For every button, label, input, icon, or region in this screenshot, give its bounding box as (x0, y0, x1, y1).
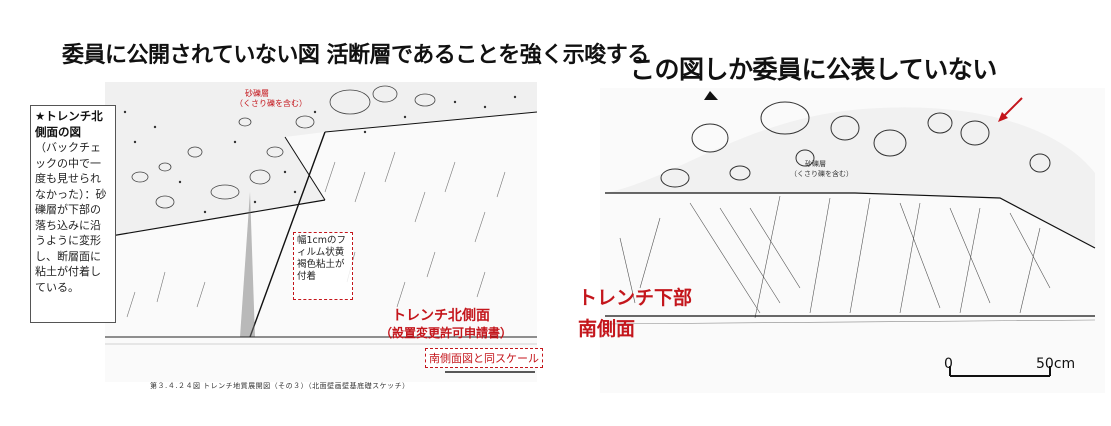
left-gravel-sub: （くさり礫を含む） (235, 98, 307, 108)
note-heading: ★トレンチ北側面の図 (35, 109, 103, 139)
north-wall-note: ★トレンチ北側面の図 （バックチェックの中で一度も見せられなかった）：砂礫層が下… (30, 105, 116, 323)
figure-caption: 第３.４.２４図 トレンチ地質展開図（その３）（北面壁画壁基底礎スケッチ） (150, 382, 410, 390)
note-body: （バックチェックの中で一度も見せられなかった）：砂礫層が下部の落ち込みに沿うよう… (35, 141, 107, 294)
right-gravel-sub: （くさり礫を含む） (790, 169, 853, 178)
right-figure-title: この図しか委員に公表していない (630, 55, 997, 84)
right-gravel-label: 砂礫層 (805, 159, 826, 168)
south-wall-sketch: 砂礫層 （くさり礫を含む） (600, 88, 1105, 393)
south-wall-label-line1: トレンチ下部 (578, 287, 693, 309)
scale-bar-zero: 0 (944, 356, 953, 372)
same-scale-note: 南側面図と同スケール (425, 348, 543, 368)
scale-bar-fifty: 50cm (1036, 356, 1076, 372)
left-figure-title: 委員に公開されていない図 活断層であることを強く示唆する (62, 43, 649, 68)
north-wall-sublabel: （設置変更許可申請書） (380, 326, 513, 340)
south-wall-label-line2: 南側面 (578, 318, 636, 340)
film-clay-note: 幅1cmのフィルム状黄褐色粘土が付着 (293, 232, 353, 300)
left-gravel-label: 砂礫層 (245, 88, 269, 98)
north-wall-sketch: 砂礫層 （くさり礫を含む） (105, 82, 537, 382)
north-wall-label: トレンチ北側面 (392, 308, 490, 324)
